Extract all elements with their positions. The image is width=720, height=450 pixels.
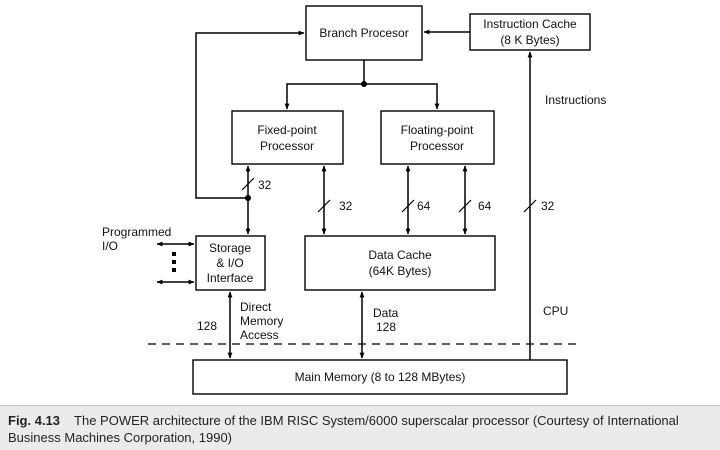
width-float-right: 64 xyxy=(478,199,492,213)
floating-point-label-2: Processor xyxy=(410,139,464,153)
dma-label-2: Memory xyxy=(240,314,283,328)
width-float-left: 64 xyxy=(417,199,431,213)
branch-processor-label: Branch Procesor xyxy=(319,26,408,40)
branch-to-fixed-arrow xyxy=(284,83,364,110)
main-memory-label: Main Memory (8 to 128 MBytes) xyxy=(295,370,466,384)
width-data: 128 xyxy=(376,320,396,334)
fixed-point-processor-block: Fixed-point Processor xyxy=(231,110,344,165)
dma-label-3: Access xyxy=(240,328,279,342)
width-fixed-cache: 32 xyxy=(339,199,353,213)
figure-number: Fig. 4.13 xyxy=(8,413,61,428)
data-cache-block: Data Cache (64K Bytes) xyxy=(304,235,496,291)
power-architecture-diagram: Branch Procesor Instruction Cache (8 K B… xyxy=(102,5,606,395)
storage-label-3: Interface xyxy=(207,271,254,285)
main-memory-block: Main Memory (8 to 128 MBytes) xyxy=(192,359,568,395)
floating-point-label: Floating-point xyxy=(401,123,474,137)
data-label: Data xyxy=(373,306,399,320)
instruction-cache-label: Instruction Cache xyxy=(483,17,577,31)
fixed-point-label-2: Processor xyxy=(260,139,314,153)
width-dma: 128 xyxy=(197,319,217,333)
storage-label-2: & I/O xyxy=(216,256,243,270)
cpu-label: CPU xyxy=(543,304,568,318)
branch-processor-block: Branch Procesor xyxy=(305,5,423,61)
width-icache: 32 xyxy=(541,199,555,213)
dma-label: Direct xyxy=(240,300,272,314)
feedback-to-branch-arrow xyxy=(195,30,305,199)
floating-point-processor-block: Floating-point Processor xyxy=(380,110,495,165)
instruction-cache-size: (8 K Bytes) xyxy=(500,33,559,47)
instructions-label: Instructions xyxy=(545,93,606,107)
width-fixed-storage: 32 xyxy=(258,178,272,192)
programmed-io-ellipsis xyxy=(172,252,176,272)
instruction-cache-block: Instruction Cache (8 K Bytes) xyxy=(469,13,591,51)
caption-text: The POWER architecture of the IBM RISC S… xyxy=(8,413,679,445)
programmed-io-label: Programmed xyxy=(102,225,171,239)
data-cache-label: Data Cache xyxy=(368,248,432,262)
programmed-io-label-2: I/O xyxy=(102,239,118,253)
storage-io-interface-block: Storage & I/O Interface xyxy=(195,235,266,291)
fixed-point-label: Fixed-point xyxy=(257,123,317,137)
data-cache-size: (64K Bytes) xyxy=(369,264,432,278)
branch-to-floating-arrow xyxy=(364,83,440,110)
storage-label: Storage xyxy=(209,241,251,255)
